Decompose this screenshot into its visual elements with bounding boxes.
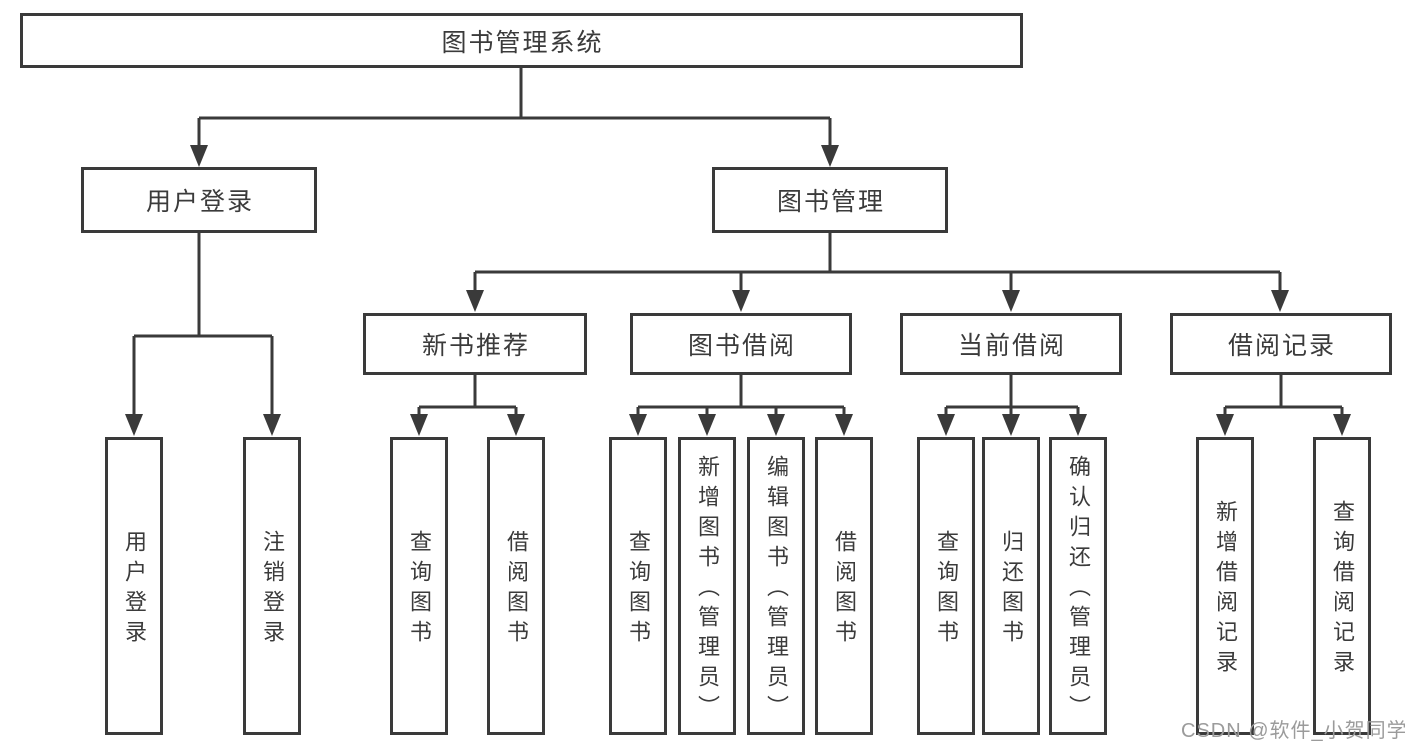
node-current-borrow: 当前借阅 xyxy=(900,313,1122,375)
node-book-management: 图书管理 xyxy=(712,167,948,233)
node-book-management-label: 图书管理 xyxy=(776,188,885,216)
leaf-logout: 注销登录 xyxy=(243,437,301,735)
watermark: CSDN @软件_小贺同学 xyxy=(1181,720,1405,742)
node-root: 图书管理系统 xyxy=(20,13,1023,68)
leaf-borrow-books-label: 借阅图书 xyxy=(832,530,857,650)
node-new-book-recommend-label: 新书推荐 xyxy=(421,332,530,360)
leaf-add-book-admin-label: 新增图书（管理员） xyxy=(695,455,720,725)
leaf-borrow-books-recommend-label: 借阅图书 xyxy=(504,530,529,650)
leaf-user-login-label: 用户登录 xyxy=(122,530,147,650)
leaf-add-book-admin: 新增图书（管理员） xyxy=(678,437,736,735)
leaf-return-book: 归还图书 xyxy=(982,437,1040,735)
leaf-borrow-books: 借阅图书 xyxy=(815,437,873,735)
node-user-login-label: 用户登录 xyxy=(145,188,254,216)
node-current-borrow-label: 当前借阅 xyxy=(957,332,1066,360)
leaf-query-books-current: 查询图书 xyxy=(917,437,975,735)
leaf-query-books-borrow-label: 查询图书 xyxy=(626,530,651,650)
leaf-return-book-label: 归还图书 xyxy=(999,530,1024,650)
node-borrow-records: 借阅记录 xyxy=(1170,313,1392,375)
node-user-login: 用户登录 xyxy=(81,167,317,233)
leaf-confirm-return-admin: 确认归还（管理员） xyxy=(1049,437,1107,735)
leaf-query-books-current-label: 查询图书 xyxy=(934,530,959,650)
leaf-query-books-recommend-label: 查询图书 xyxy=(407,530,432,650)
leaf-confirm-return-admin-label: 确认归还（管理员） xyxy=(1066,455,1091,725)
node-book-borrow: 图书借阅 xyxy=(630,313,852,375)
node-root-label: 图书管理系统 xyxy=(441,28,604,57)
leaf-query-books-borrow: 查询图书 xyxy=(609,437,667,735)
leaf-query-books-recommend: 查询图书 xyxy=(390,437,448,735)
node-new-book-recommend: 新书推荐 xyxy=(363,313,587,375)
node-borrow-records-label: 借阅记录 xyxy=(1227,332,1336,360)
node-book-borrow-label: 图书借阅 xyxy=(687,332,796,360)
leaf-logout-label: 注销登录 xyxy=(260,530,285,650)
leaf-edit-book-admin-label: 编辑图书（管理员） xyxy=(764,455,789,725)
leaf-edit-book-admin: 编辑图书（管理员） xyxy=(747,437,805,735)
leaf-borrow-books-recommend: 借阅图书 xyxy=(487,437,545,735)
leaf-user-login: 用户登录 xyxy=(105,437,163,735)
leaf-query-borrow-record: 查询借阅记录 xyxy=(1313,437,1371,735)
leaf-add-borrow-record: 新增借阅记录 xyxy=(1196,437,1254,735)
leaf-query-borrow-record-label: 查询借阅记录 xyxy=(1330,500,1355,680)
leaf-add-borrow-record-label: 新增借阅记录 xyxy=(1213,500,1238,680)
